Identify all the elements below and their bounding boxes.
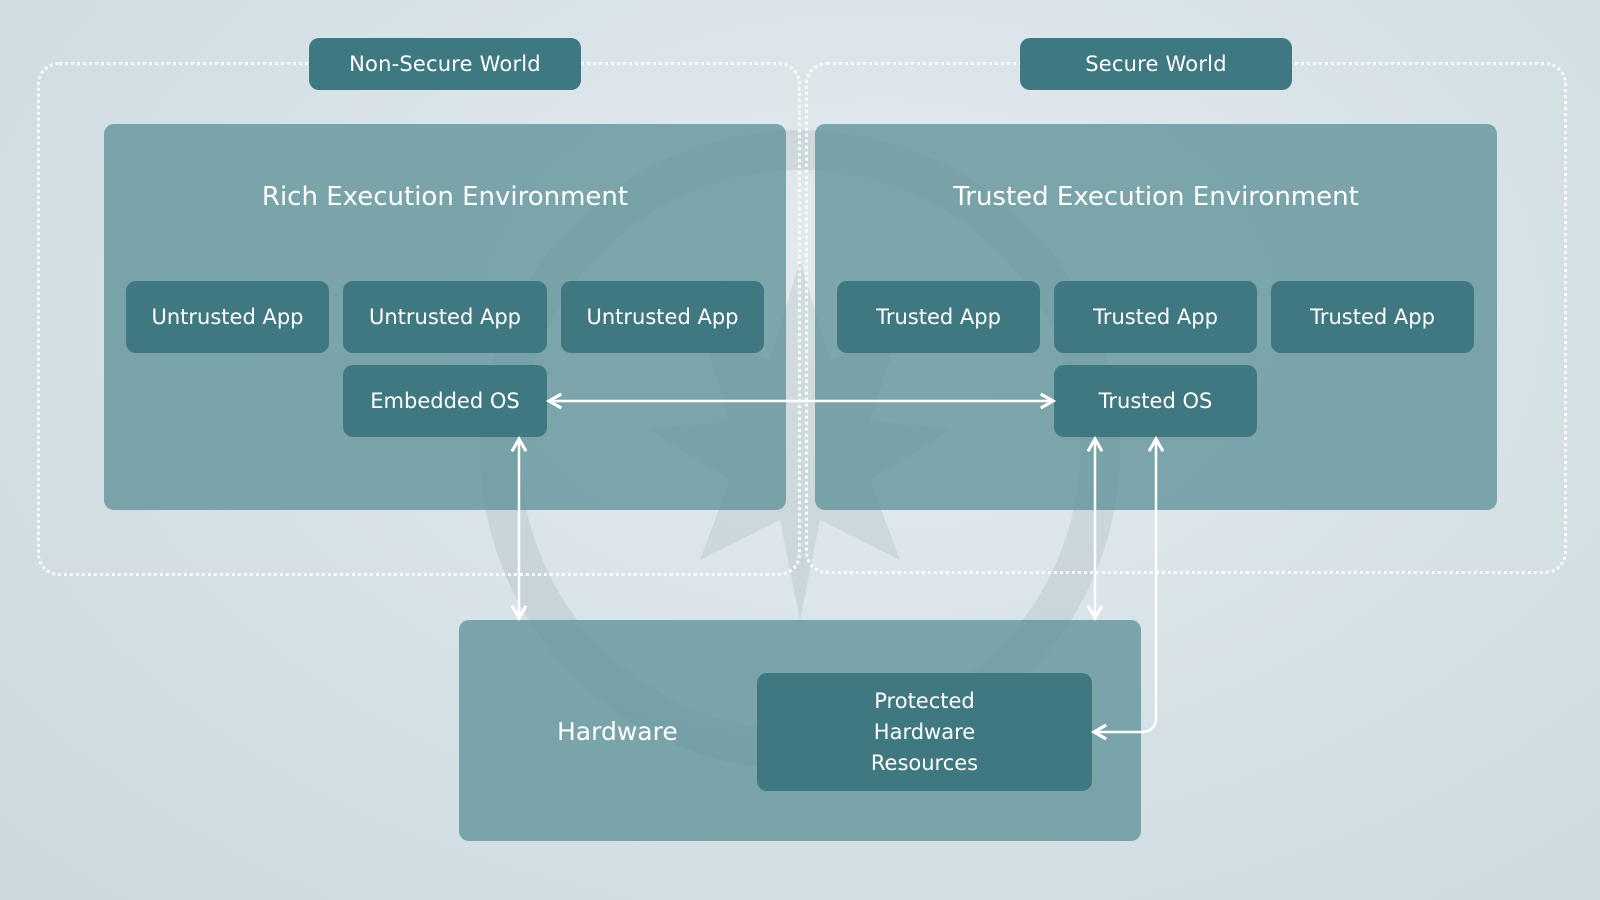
ree-title: Rich Execution Environment [261, 182, 629, 212]
hardware-title: Hardware [557, 717, 678, 746]
untrusted-app-2: Untrusted App [343, 281, 547, 353]
trusted-os: Trusted OS [1054, 365, 1257, 437]
embedded-os: Embedded OS [343, 365, 547, 437]
secure-world-label: Secure World [1020, 38, 1292, 90]
trusted-app-2: Trusted App [1054, 281, 1257, 353]
trusted-app-1: Trusted App [837, 281, 1040, 353]
untrusted-app-3: Untrusted App [561, 281, 764, 353]
non-secure-world-label: Non-Secure World [309, 38, 581, 90]
untrusted-app-1: Untrusted App [126, 281, 329, 353]
trusted-app-3: Trusted App [1271, 281, 1474, 353]
protected-hardware-resources: Protected Hardware Resources [757, 673, 1092, 791]
tee-title: Trusted Execution Environment [953, 182, 1359, 212]
